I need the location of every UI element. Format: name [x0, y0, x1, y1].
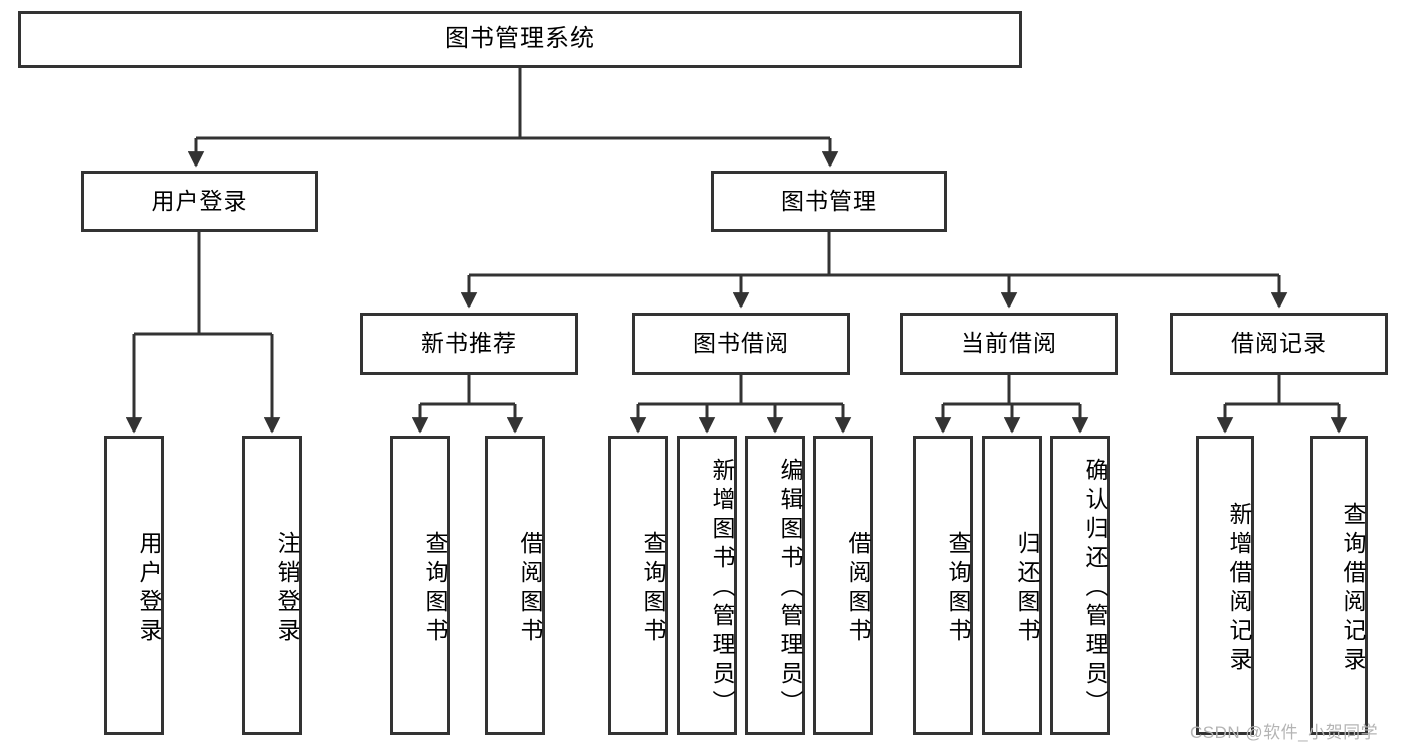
leaf-new-book-query[interactable]: 查询图书: [390, 436, 450, 735]
node-user-login[interactable]: 用户登录: [81, 171, 318, 232]
node-book-management[interactable]: 图书管理: [711, 171, 947, 232]
leaf-label: 注销登录: [274, 530, 300, 647]
leaf-label: 新增借阅记录: [1226, 501, 1252, 676]
leaf-label: 新增图书（管理员）: [709, 458, 735, 719]
leaf-label: 借阅图书: [845, 530, 871, 647]
leaf-book-borrow-edit[interactable]: 编辑图书（管理员）: [745, 436, 805, 735]
node-new-book-recommend[interactable]: 新书推荐: [360, 313, 578, 375]
leaf-label: 查询图书: [945, 530, 971, 647]
leaf-label: 编辑图书（管理员）: [777, 458, 803, 719]
leaf-current-borrow-return[interactable]: 归还图书: [982, 436, 1042, 735]
node-borrow-record[interactable]: 借阅记录: [1170, 313, 1388, 375]
leaf-label: 查询图书: [640, 530, 666, 647]
node-current-borrow[interactable]: 当前借阅: [900, 313, 1118, 375]
leaf-current-borrow-query[interactable]: 查询图书: [913, 436, 973, 735]
leaf-borrow-record-query[interactable]: 查询借阅记录: [1310, 436, 1368, 735]
leaf-label: 查询借阅记录: [1340, 501, 1366, 676]
leaf-new-book-borrow[interactable]: 借阅图书: [485, 436, 545, 735]
leaf-book-borrow-add[interactable]: 新增图书（管理员）: [677, 436, 737, 735]
leaf-book-borrow-query[interactable]: 查询图书: [608, 436, 668, 735]
leaf-borrow-record-add[interactable]: 新增借阅记录: [1196, 436, 1254, 735]
leaf-label: 用户登录: [136, 530, 162, 647]
leaf-label: 借阅图书: [517, 530, 543, 647]
csdn-watermark: CSDN @软件_小贺同学: [1190, 723, 1379, 742]
leaf-book-borrow-borrow[interactable]: 借阅图书: [813, 436, 873, 735]
leaf-current-borrow-confirm[interactable]: 确认归还（管理员）: [1050, 436, 1110, 735]
node-book-borrow[interactable]: 图书借阅: [632, 313, 850, 375]
leaf-user-login-logout[interactable]: 注销登录: [242, 436, 302, 735]
leaf-user-login-login[interactable]: 用户登录: [104, 436, 164, 735]
leaf-label: 确认归还（管理员）: [1082, 458, 1108, 719]
leaf-label: 查询图书: [422, 530, 448, 647]
leaf-label: 归还图书: [1014, 530, 1040, 647]
node-root-system[interactable]: 图书管理系统: [18, 11, 1022, 68]
